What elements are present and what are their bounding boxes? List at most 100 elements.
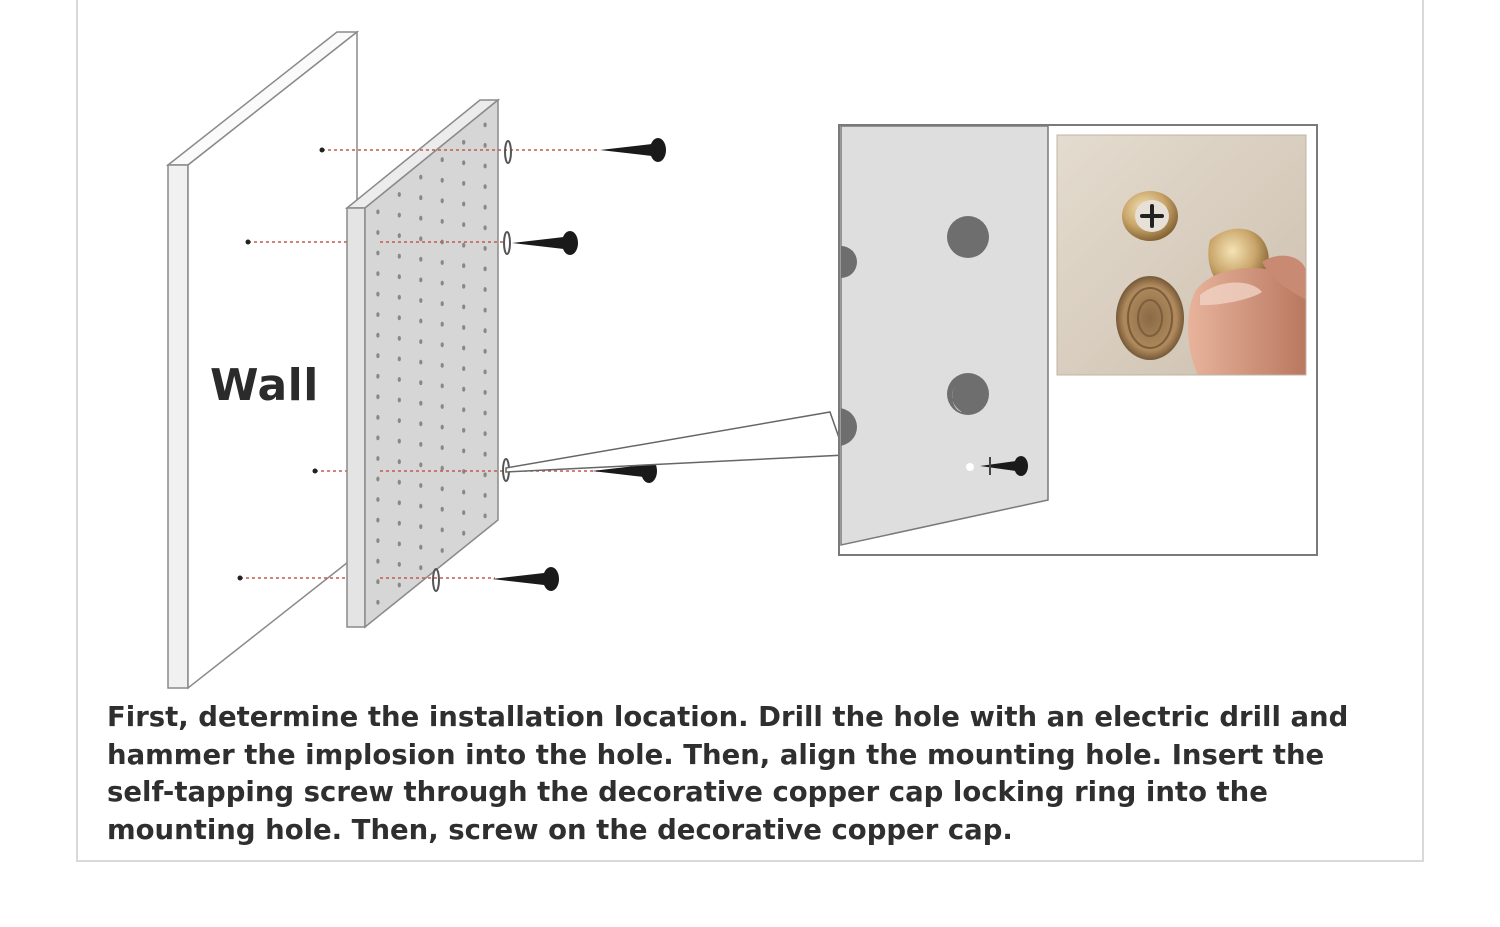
peghole	[440, 404, 444, 409]
peghole	[462, 304, 466, 310]
peghole	[376, 332, 380, 338]
peghole	[483, 369, 487, 375]
peghole	[462, 407, 466, 413]
screw-4-icon	[492, 567, 559, 591]
peghole	[462, 242, 466, 248]
peghole	[419, 442, 423, 447]
peghole	[397, 253, 401, 259]
peghole	[397, 233, 401, 239]
zoom-hole-2	[841, 246, 857, 278]
caption-line-3: self-tapping screw through the decorativ…	[107, 776, 1268, 808]
peghole	[397, 459, 401, 465]
peghole	[376, 517, 380, 523]
peghole	[462, 222, 466, 228]
peghole	[419, 565, 423, 571]
peghole	[440, 219, 444, 224]
peghole	[462, 489, 466, 495]
peghole	[397, 479, 401, 485]
implosion-plug	[1116, 276, 1184, 360]
peghole	[462, 283, 466, 289]
guide-lines-wall	[240, 149, 420, 579]
peghole	[462, 325, 466, 330]
peghole	[397, 582, 401, 588]
peghole	[483, 143, 487, 148]
peghole	[397, 315, 401, 321]
peghole	[397, 377, 401, 382]
peghole	[440, 280, 444, 286]
peghole	[419, 256, 423, 262]
peghole	[483, 163, 487, 169]
peghole	[397, 541, 401, 547]
peghole	[440, 445, 444, 450]
peghole	[397, 356, 401, 362]
caption-line-1: First, determine the installation locati…	[107, 701, 1349, 733]
peghole	[483, 266, 487, 272]
peghole	[440, 198, 444, 204]
peghole	[440, 383, 444, 389]
peghole	[440, 301, 444, 307]
peghole	[397, 212, 401, 218]
peghole	[419, 277, 423, 283]
mounting-rings	[432, 140, 512, 592]
peghole	[376, 353, 380, 359]
peghole	[462, 345, 466, 351]
peghole	[440, 506, 444, 512]
zoom-screw-icon	[980, 456, 1028, 476]
peghole	[462, 201, 466, 207]
peghole	[397, 336, 401, 341]
peghole	[462, 263, 466, 269]
peghole	[376, 579, 380, 585]
peghole	[419, 400, 423, 406]
zoom-hole-3	[947, 373, 989, 415]
peghole	[462, 181, 466, 186]
peghole	[397, 418, 401, 423]
peghole	[397, 562, 401, 567]
peghole	[440, 548, 444, 553]
peghole	[462, 366, 466, 371]
peghole	[376, 250, 380, 256]
peghole	[483, 307, 487, 313]
wall-slab	[165, 30, 360, 690]
peghole	[440, 363, 444, 368]
wall-drill-marks	[237, 147, 325, 581]
peghole	[376, 476, 380, 482]
peghole	[376, 373, 380, 379]
peghole	[397, 192, 401, 197]
screw-2-icon	[512, 231, 578, 255]
peghole	[462, 160, 466, 166]
peghole	[483, 184, 487, 190]
peghole	[397, 397, 401, 403]
peghole	[376, 558, 380, 564]
peghole	[397, 274, 401, 280]
peghole	[440, 424, 444, 430]
peghole	[462, 448, 466, 454]
peghole	[419, 298, 423, 303]
peghole	[483, 513, 487, 519]
peghole	[376, 435, 380, 441]
pegboard-holes	[376, 122, 487, 605]
peghole	[376, 271, 380, 276]
peghole	[419, 503, 423, 509]
peghole	[483, 122, 487, 128]
phillips-screw-head-icon	[1140, 204, 1164, 228]
peghole	[376, 415, 380, 420]
peghole	[419, 544, 423, 550]
peghole	[419, 174, 423, 180]
peghole	[376, 599, 380, 605]
peghole	[440, 486, 444, 492]
peghole	[376, 456, 380, 461]
peghole	[483, 451, 487, 457]
peghole	[440, 465, 444, 471]
peghole	[419, 421, 423, 427]
peghole	[397, 294, 401, 300]
peghole	[419, 524, 423, 529]
peghole	[376, 497, 380, 502]
peghole	[376, 230, 380, 235]
peghole	[376, 312, 380, 317]
peghole	[440, 342, 444, 348]
peghole	[419, 483, 423, 488]
pegboard-panel	[344, 98, 501, 629]
peghole	[483, 328, 487, 334]
peghole	[462, 427, 466, 433]
peghole	[419, 215, 423, 221]
